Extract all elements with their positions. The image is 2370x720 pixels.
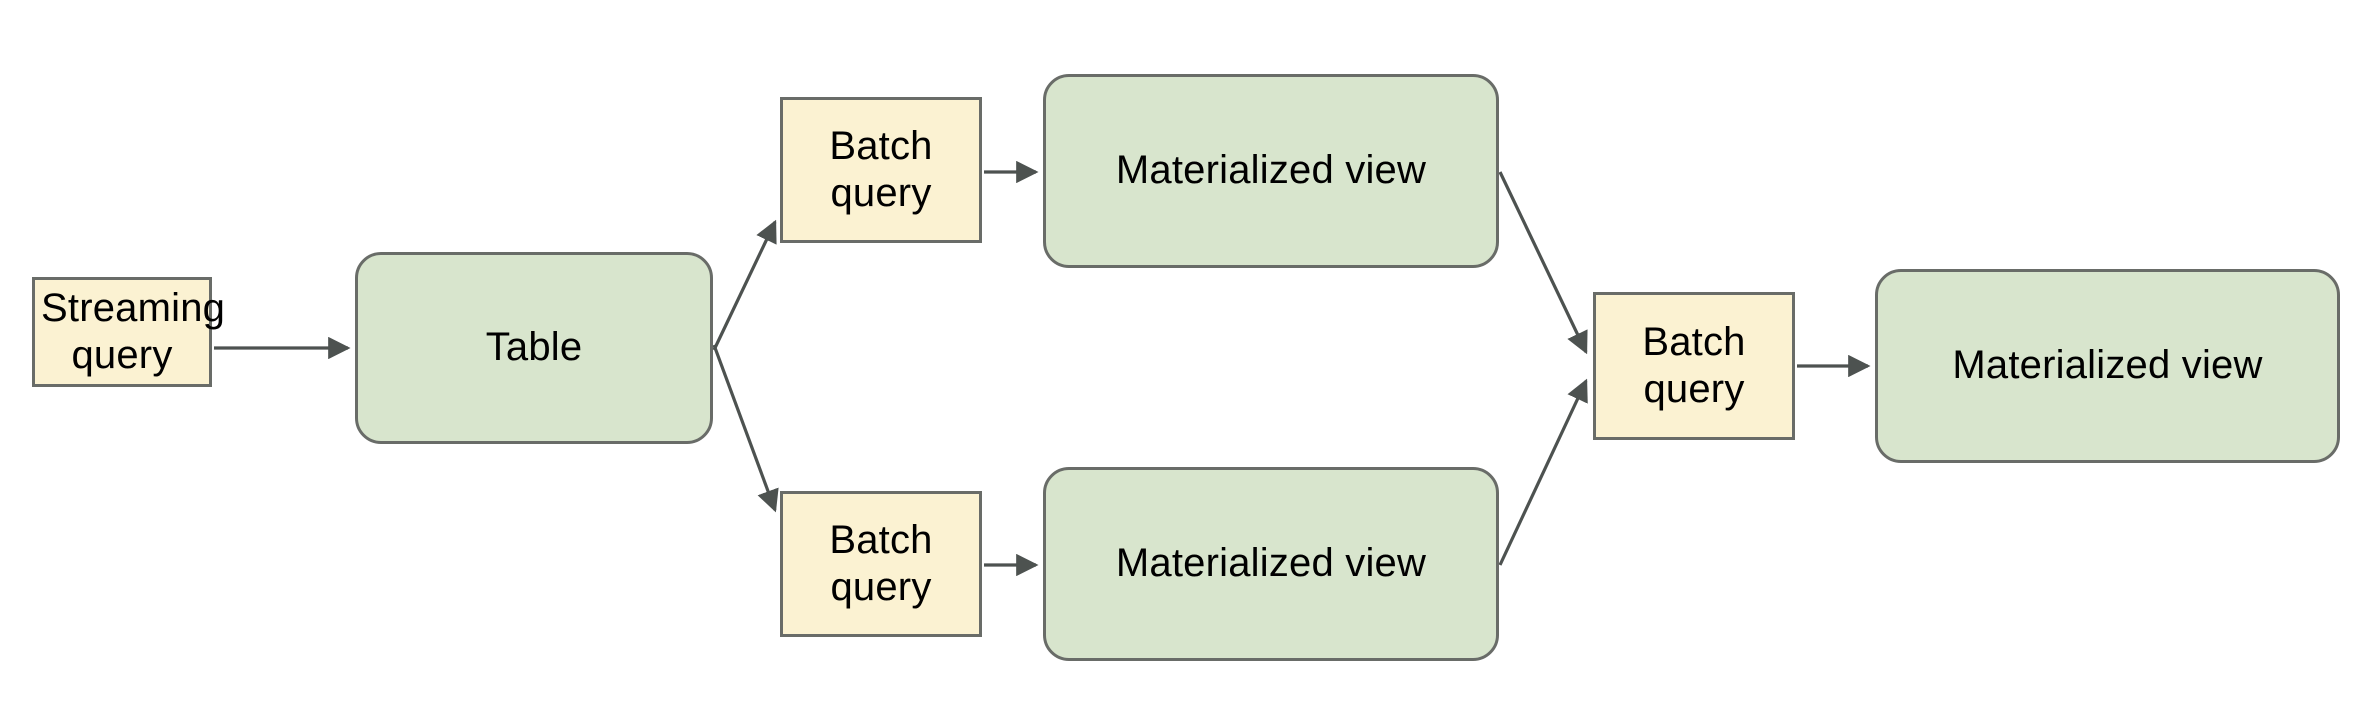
node-materialized-view-final[interactable]: Materialized view [1875, 269, 2340, 463]
node-materialized-view-bottom-label: Materialized view [1115, 541, 1427, 586]
node-materialized-view-final-label: Materialized view [1952, 343, 2263, 388]
node-batch-query-bottom-label: Batch query [829, 517, 933, 609]
node-batch-query-top-label: Batch query [829, 123, 933, 215]
edge-mv-bottom-to-batch-join [1498, 378, 1588, 566]
node-streaming-query-label: Streaming query [41, 285, 226, 377]
node-materialized-view-top-label: Materialized view [1115, 148, 1427, 193]
node-materialized-view-bottom[interactable]: Materialized view [1043, 467, 1499, 661]
node-batch-query-top[interactable]: Batch query [780, 97, 982, 243]
edge-table-to-batch-bottom [712, 344, 779, 513]
node-streaming-query[interactable]: Streaming query [32, 277, 226, 387]
node-batch-query-bottom[interactable]: Batch query [780, 491, 982, 637]
node-materialized-view-top[interactable]: Materialized view [1043, 74, 1499, 268]
node-table[interactable]: Table [355, 252, 713, 444]
node-batch-query-join-label: Batch query [1642, 319, 1746, 411]
node-batch-query-join[interactable]: Batch query [1593, 292, 1795, 440]
node-table-label: Table [485, 325, 583, 370]
edge-table-to-batch-top [712, 219, 777, 351]
edge-mv-top-to-batch-join [1498, 171, 1588, 355]
